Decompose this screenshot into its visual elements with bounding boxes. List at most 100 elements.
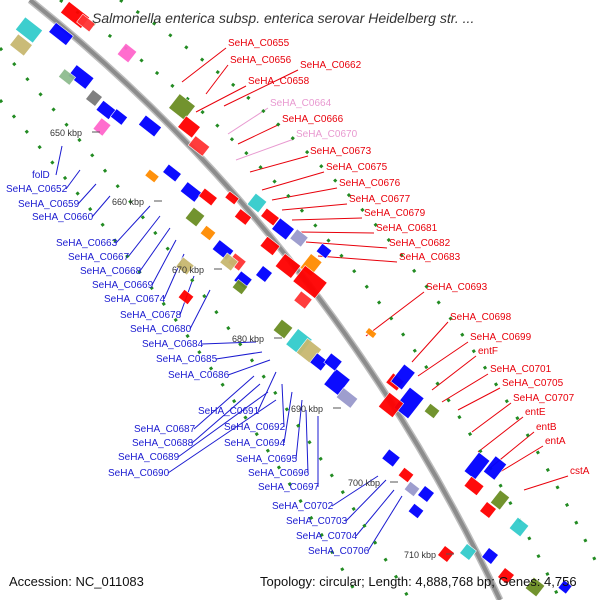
label-connector — [193, 375, 255, 430]
gene-feature — [323, 368, 351, 396]
gene-feature — [417, 485, 435, 503]
gene-label-forward: cstA — [570, 466, 590, 477]
gene-feature — [274, 253, 302, 279]
label-connector — [441, 373, 489, 403]
gene-feature — [407, 502, 425, 520]
gene-feature — [57, 68, 77, 86]
gene-feature — [255, 265, 273, 283]
label-connector — [191, 383, 261, 444]
gene-label-forward: SeHA_C0682 — [389, 238, 451, 249]
gene-label-reverse: SeHA_C0663 — [56, 238, 118, 249]
gene-feature — [479, 501, 497, 519]
marker-track-4 — [119, 0, 597, 561]
label-lines — [55, 47, 569, 552]
label-connector — [151, 239, 177, 286]
label-connector — [91, 195, 111, 218]
label-connector — [215, 351, 263, 360]
gene-feature — [144, 168, 160, 184]
gene-feature — [233, 208, 253, 226]
gene-label-reverse: SeHA_C0687 — [134, 424, 196, 435]
label-connector — [77, 183, 97, 205]
gene-label-reverse: SeHA_C0680 — [130, 324, 192, 335]
gene-label-forward: SeHA_C0662 — [300, 60, 362, 71]
marker-track-3 — [0, 99, 362, 600]
gene-feature — [497, 567, 515, 585]
gene-label-reverse: SeHA_C0659 — [18, 199, 80, 210]
label-connector — [237, 123, 281, 145]
gene-label-reverse: SeHA_C0704 — [296, 531, 358, 542]
gene-feature — [92, 117, 112, 137]
gene-feature — [524, 576, 546, 598]
gene-feature — [219, 252, 239, 272]
backbone-shadow — [27, 0, 504, 600]
label-connector — [257, 371, 277, 412]
gene-feature — [175, 256, 195, 276]
gene-label-forward: SeHA_C0658 — [248, 76, 310, 87]
gene-label-forward: SeHA_C0683 — [399, 252, 461, 263]
gene-label-reverse: SeHA_C0674 — [104, 294, 166, 305]
gene-feature — [259, 235, 281, 257]
gene-feature — [231, 278, 249, 296]
gene-label-forward: SeHA_C0679 — [364, 208, 426, 219]
label-connector — [205, 64, 229, 95]
gene-label-forward: entF — [478, 346, 498, 357]
gene-label-reverse: SeHA_C0686 — [168, 370, 230, 381]
gene-label-reverse: SeHA_C0706 — [308, 546, 370, 557]
gene-label-reverse: SeHA_C0667 — [68, 252, 130, 263]
gene-feature — [463, 475, 485, 497]
gene-feature — [162, 163, 182, 183]
gene-feature — [271, 217, 295, 241]
tick-label: 650 kbp — [50, 128, 82, 138]
gene-feature — [463, 451, 491, 481]
label-connector — [365, 291, 425, 337]
label-connector — [167, 399, 277, 474]
gene-label-forward: SeHA_C0701 — [490, 364, 552, 375]
label-connector — [317, 255, 398, 263]
gene-label-reverse: SeHA_C0702 — [272, 501, 334, 512]
gene-feature — [116, 42, 138, 64]
tick-label: 660 kbp — [112, 197, 144, 207]
gene-label-reverse: SeHA_C0691 — [198, 406, 260, 417]
label-connector — [295, 399, 303, 460]
gene-label-forward: SeHA_C0676 — [339, 178, 401, 189]
label-connector — [431, 355, 477, 391]
gene-label-reverse: SeHA_C0690 — [108, 468, 170, 479]
marker-track-1 — [0, 47, 412, 600]
gene-feature — [293, 290, 313, 310]
label-connector — [227, 359, 271, 376]
tick-label: 690 kbp — [291, 404, 323, 414]
gene-feature — [390, 363, 416, 391]
label-connector — [281, 203, 348, 211]
gene-feature — [224, 190, 240, 206]
gene-label-forward: SeHA_C0670 — [296, 129, 358, 140]
gene-feature — [67, 64, 95, 90]
gene-feature — [184, 206, 206, 228]
gene-feature — [397, 466, 415, 484]
gene-feature — [177, 288, 195, 306]
accession-text: Accession: NC_011083 — [9, 574, 144, 589]
gene-label-forward: entE — [525, 407, 546, 418]
gene-feature — [246, 192, 268, 214]
label-connector — [281, 383, 285, 428]
gene-label-reverse: SeHA_C0668 — [80, 266, 142, 277]
gene-feature — [557, 579, 573, 595]
gene-label-forward: SeHA_C0698 — [450, 312, 512, 323]
label-connector — [235, 138, 295, 161]
gene-label-forward: SeHA_C0656 — [230, 55, 292, 66]
genome-summary-text: Topology: circular; Length: 4,888,768 bp… — [260, 574, 577, 589]
label-connector — [223, 69, 299, 107]
label-connector — [181, 47, 227, 83]
gene-feature — [403, 480, 421, 498]
tick-label: 670 kbp — [172, 265, 204, 275]
gene-feature — [393, 386, 425, 420]
gene-feature — [168, 93, 196, 121]
gene-label-forward: SeHA_C0655 — [228, 38, 290, 49]
backbone — [28, 0, 502, 600]
gene-feature — [508, 516, 530, 538]
gene-feature — [377, 391, 405, 419]
label-connector — [417, 341, 469, 377]
tick-label: 700 kbp — [348, 478, 380, 488]
label-connector — [477, 416, 524, 453]
gene-feature — [187, 135, 211, 157]
gene-feature — [289, 228, 309, 248]
